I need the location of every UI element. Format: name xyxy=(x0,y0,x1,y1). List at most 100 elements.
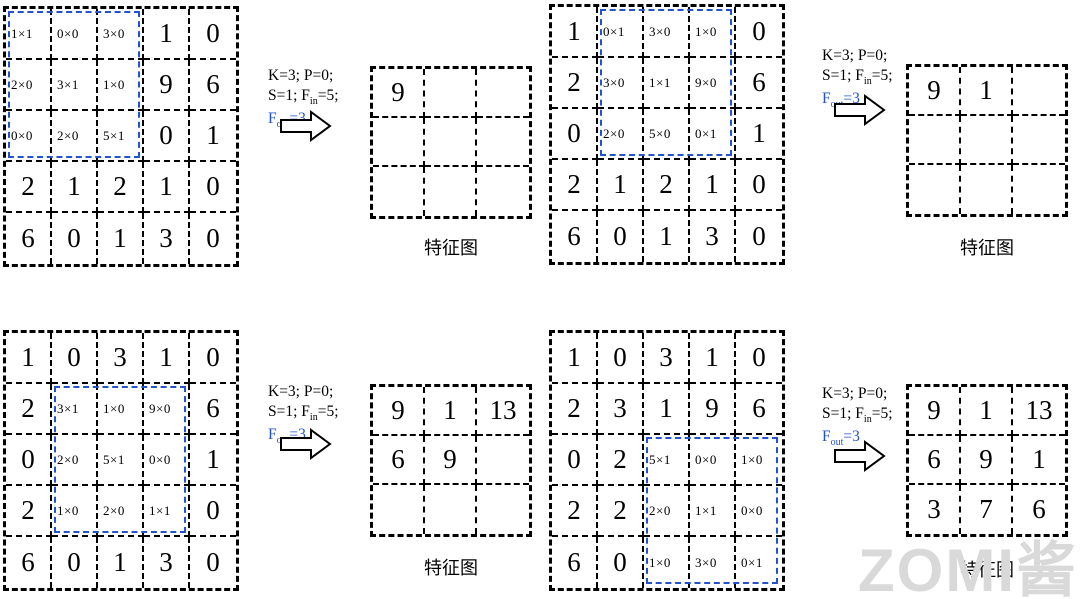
feature-map-label: 特征图 xyxy=(960,238,1014,258)
input-cell: 6 xyxy=(552,537,598,588)
feature-map-cell xyxy=(425,167,477,216)
input-cell: 1 xyxy=(644,384,690,435)
input-cell: 0 xyxy=(598,333,644,384)
input-cell: 0 xyxy=(752,221,766,251)
param-line-1: K=3; P=0; xyxy=(822,385,888,402)
feature-map-cell xyxy=(1013,67,1065,116)
input-cell: 0×1 xyxy=(741,554,763,570)
feature-map-cell: 1 xyxy=(961,67,1013,116)
feature-map-cell xyxy=(425,485,477,534)
param-text: F xyxy=(268,109,277,127)
param-text: F xyxy=(268,425,277,443)
input-cell: 1 xyxy=(144,162,190,213)
param-subscript: in xyxy=(863,413,872,425)
param-text: F xyxy=(822,427,831,445)
input-cell: 2×0 xyxy=(644,486,690,537)
input-cell: 0 xyxy=(52,213,98,264)
input-cell: 1 xyxy=(52,162,98,213)
input-cell: 3×0 xyxy=(98,9,144,60)
input-cell: 0×0 xyxy=(6,111,52,162)
input-cell: 0 xyxy=(190,162,236,213)
input-cell: 3 xyxy=(644,333,690,384)
input-cell: 1 xyxy=(98,213,144,264)
feature-map-grid: 9 xyxy=(370,66,532,219)
param-line-2: S=1; Fin=5; xyxy=(268,402,339,425)
input-cell: 1×1 xyxy=(6,9,52,60)
input-cell: 3×1 xyxy=(52,60,98,111)
input-cell: 0×1 xyxy=(690,109,736,160)
input-cell: 9 xyxy=(690,384,736,435)
param-line-2: S=1; Fin=5; xyxy=(268,86,339,109)
feature-map-cell xyxy=(1013,116,1065,165)
feature-map-cell xyxy=(961,165,1013,214)
input-cell: 1 xyxy=(736,109,782,160)
input-cell: 1 xyxy=(644,211,690,262)
input-cell: 5×1 xyxy=(98,111,144,162)
input-cell: 3×1 xyxy=(52,384,98,435)
input-cell: 0 xyxy=(206,223,220,253)
right-arrow-icon xyxy=(280,428,332,460)
input-cell: 1×1 xyxy=(644,58,690,109)
feature-map-cell: 1 xyxy=(1013,436,1065,485)
param-line-2: S=1; Fin=5; xyxy=(822,66,893,89)
feature-map-cell xyxy=(477,436,529,485)
feature-map-cell: 13 xyxy=(1013,387,1065,436)
conv-params: K=3; P=0; S=1; Fin=5; Fout=3 xyxy=(268,382,339,448)
input-cell: 5×1 xyxy=(644,435,690,486)
input-cell: 2×0 xyxy=(598,109,644,160)
input-cell: 0 xyxy=(190,333,236,384)
input-cell: 1 xyxy=(552,7,598,58)
feature-map-cell xyxy=(477,485,529,534)
input-cell: 3 xyxy=(598,384,644,435)
feature-map-label: 特征图 xyxy=(424,238,478,258)
feature-map-cell: 9 xyxy=(961,436,1013,485)
input-cell: 6 xyxy=(736,58,782,109)
feature-map-cell xyxy=(477,167,529,216)
input-cell: 3 xyxy=(144,213,190,264)
input-cell: 2 xyxy=(644,160,690,211)
input-cell: 6 xyxy=(6,213,52,264)
input-cell: 2×0 xyxy=(52,111,98,162)
feature-map-cell xyxy=(373,167,425,216)
input-cell: 0×1 xyxy=(598,7,644,58)
param-text: S=1; F xyxy=(822,66,864,84)
param-text: =5; xyxy=(871,66,893,84)
input-cell: 3×0 xyxy=(690,537,736,588)
input-cell: 0 xyxy=(190,486,236,537)
param-text: F xyxy=(822,89,831,107)
param-subscript: in xyxy=(863,75,872,87)
input-cell: 9 xyxy=(144,60,190,111)
feature-map-cell xyxy=(425,118,477,167)
feature-map-cell xyxy=(961,116,1013,165)
input-cell: 6 xyxy=(552,211,598,262)
feature-map-cell: 9 xyxy=(909,387,961,436)
input-cell: 2 xyxy=(552,486,598,537)
input-cell: 0×0 xyxy=(736,486,782,537)
feature-map-cell xyxy=(373,485,425,534)
input-cell: 9×0 xyxy=(144,384,190,435)
input-cell: 1 xyxy=(6,333,52,384)
input-cell: 1×0 xyxy=(52,486,98,537)
input-cell: 1×0 xyxy=(98,60,144,111)
input-cell: 1 xyxy=(598,160,644,211)
watermark: ZOMI酱 xyxy=(858,537,1078,599)
input-cell: 1×0 xyxy=(98,384,144,435)
param-line-1: K=3; P=0; xyxy=(268,67,334,84)
input-cell: 0 xyxy=(52,537,98,588)
input-cell: 2 xyxy=(552,160,598,211)
input-cell: 1×0 xyxy=(690,7,736,58)
feature-map-cell: 1 xyxy=(961,387,1013,436)
right-arrow-icon xyxy=(834,94,886,126)
input-cell: 2 xyxy=(552,384,598,435)
input-cell: 5×1 xyxy=(98,435,144,486)
feature-map-cell xyxy=(909,165,961,214)
input-cell: 0 xyxy=(552,109,598,160)
input-cell: 2 xyxy=(598,435,644,486)
feature-map-cell: 3 xyxy=(909,485,961,534)
